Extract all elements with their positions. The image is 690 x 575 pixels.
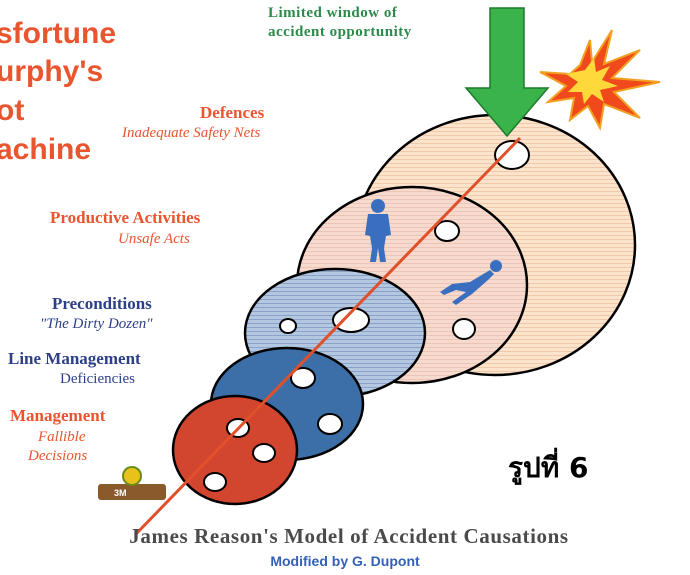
preconditions-label: Preconditions <box>52 294 152 314</box>
defences-label: Defences <box>200 103 264 123</box>
window-label-line2: accident opportunity <box>268 24 412 41</box>
sub-caption: Modified by G. Dupont <box>0 553 690 569</box>
figure-number: รูปที่ 6 <box>508 446 589 490</box>
window-label-line1: Limited window of <box>268 5 397 22</box>
title-line-4: achine <box>0 134 91 166</box>
logo-text: 3M <box>114 488 127 498</box>
management-sub-2: Decisions <box>28 448 87 465</box>
productive-label: Productive Activities <box>50 208 200 228</box>
management-hole-2 <box>253 444 275 462</box>
line-management-sub: Deficiencies <box>60 371 135 388</box>
management-label: Management <box>10 406 105 426</box>
title-line-2: urphy's <box>0 56 103 88</box>
title-line-1: sfortune <box>0 18 116 50</box>
management-hole-3 <box>204 473 226 491</box>
preconditions-sub: "The Dirty Dozen" <box>40 316 153 333</box>
line-management-label: Line Management <box>8 349 141 369</box>
productive-sub: Unsafe Acts <box>118 231 190 248</box>
title-line-3: ot <box>0 95 24 127</box>
logo-icon: 3M <box>98 467 166 500</box>
productive-hole-2 <box>453 319 475 339</box>
main-caption: James Reason's Model of Accident Causati… <box>8 524 690 549</box>
management-disc <box>173 396 297 504</box>
management-sub-1: Fallible <box>38 429 86 446</box>
defences-sub: Inadequate Safety Nets <box>122 125 260 142</box>
line-management-hole-2 <box>318 414 342 434</box>
preconditions-hole-2 <box>280 319 296 333</box>
